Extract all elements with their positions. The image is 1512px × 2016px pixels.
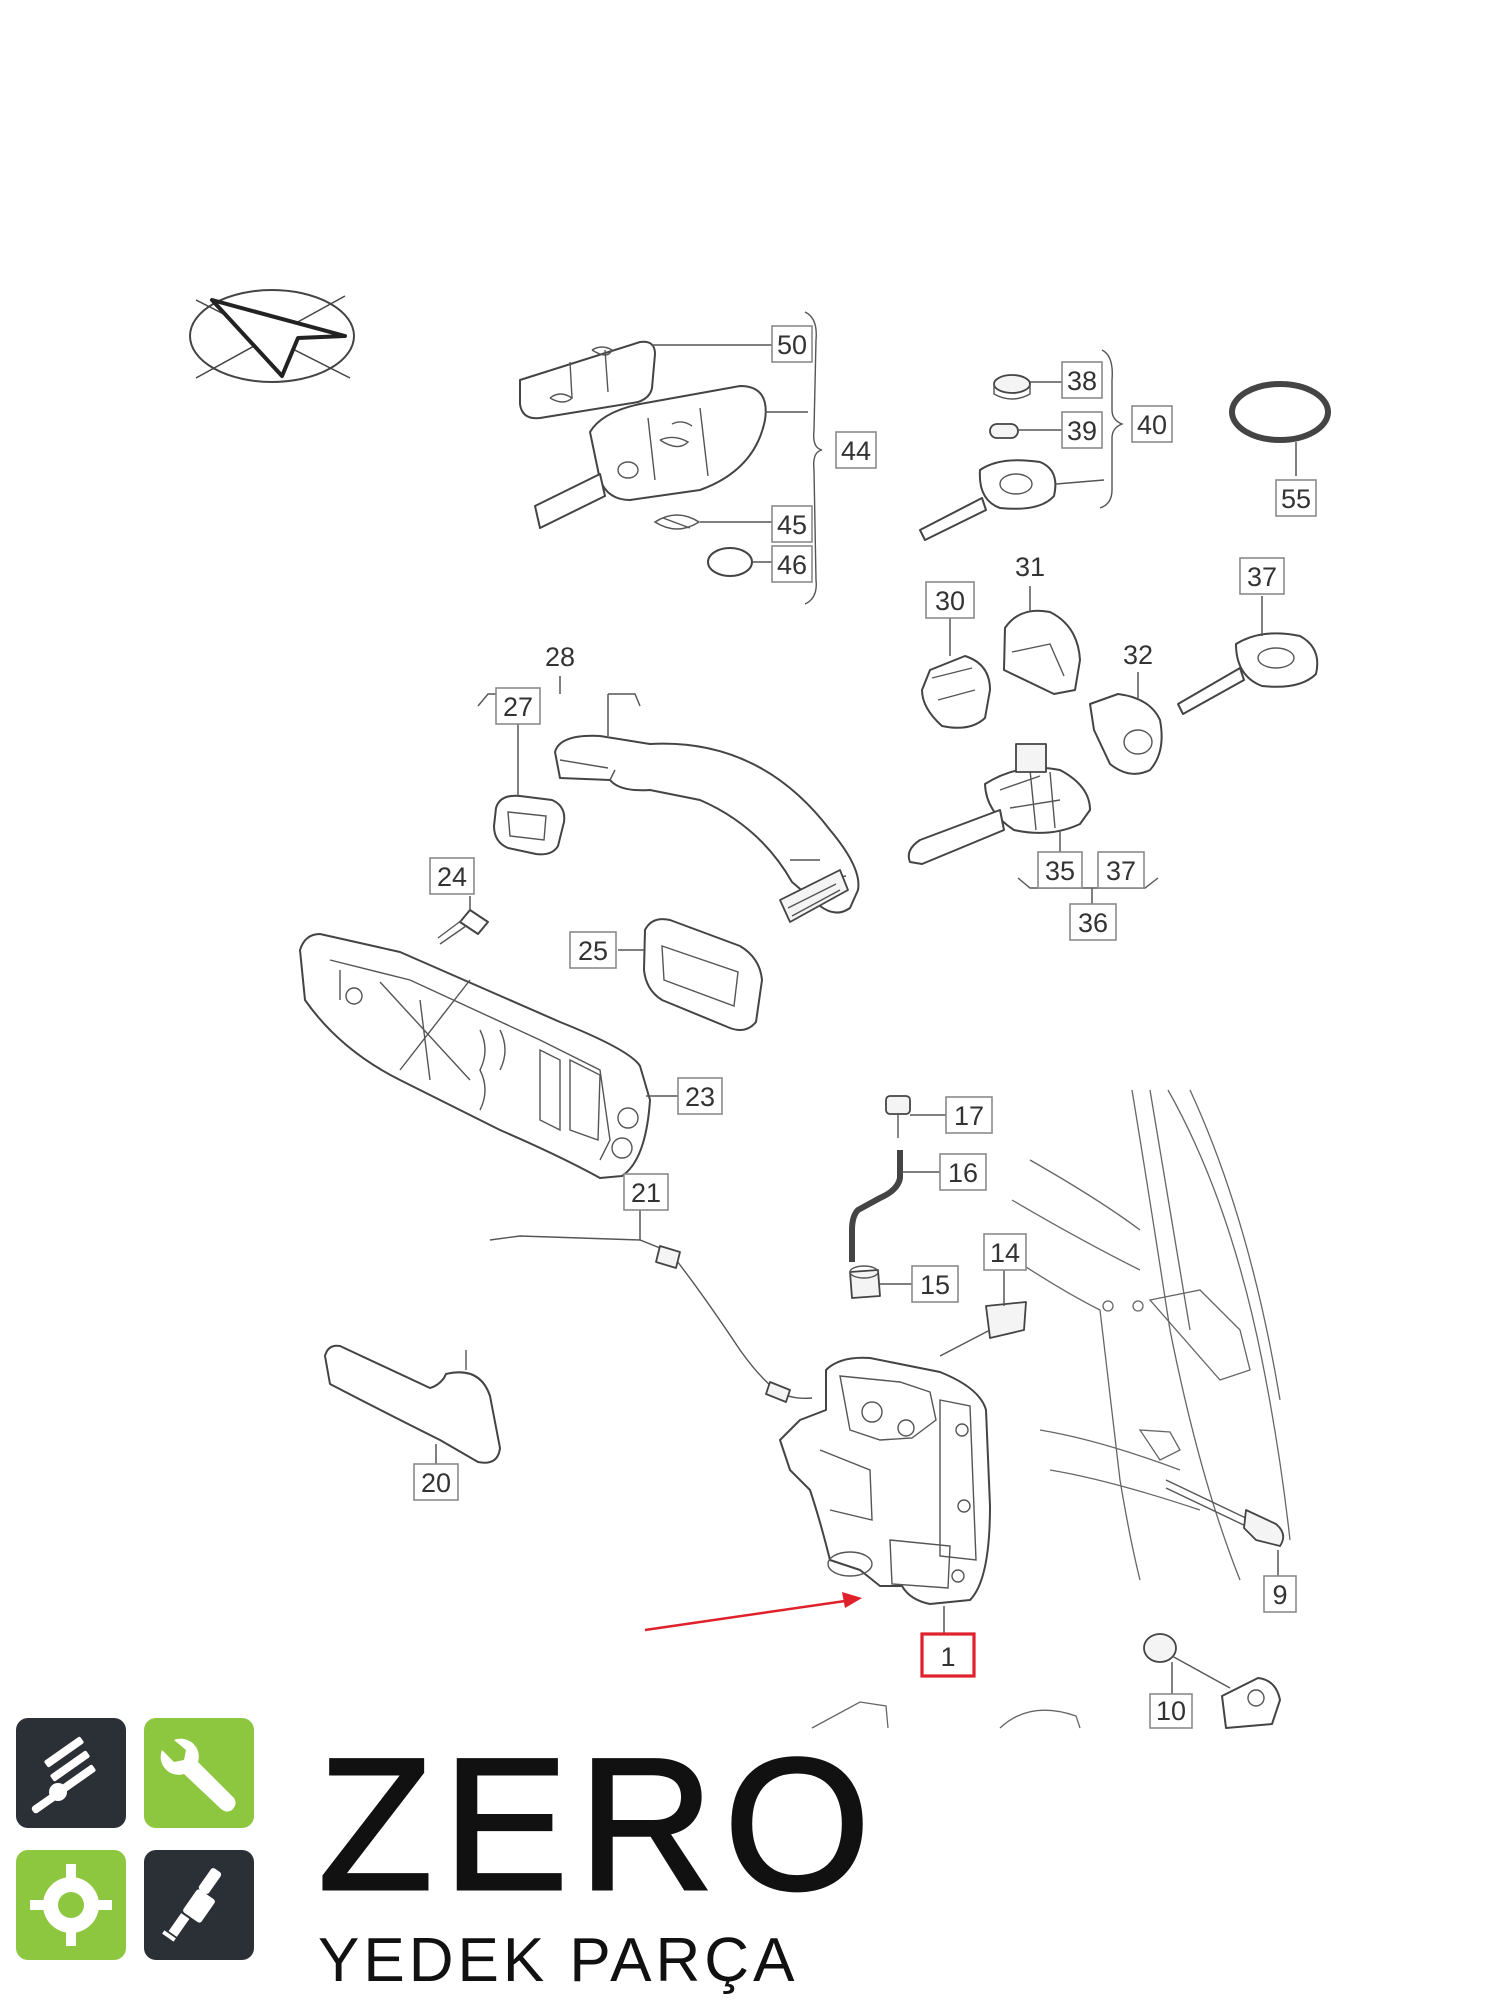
callout: 35: [1037, 851, 1083, 889]
callout: 40: [1131, 405, 1173, 443]
spark-plug-tile: [144, 1850, 254, 1960]
callout: 16: [939, 1153, 987, 1191]
callout: 45: [771, 505, 813, 543]
callout: 39: [1061, 411, 1103, 449]
callout: 14: [983, 1233, 1027, 1271]
gear-tile: [16, 1850, 126, 1960]
svg-text:23: 23: [685, 1082, 715, 1112]
callout: 10: [1149, 1693, 1193, 1729]
direction-arrow-icon: [189, 289, 355, 383]
callout: 23: [677, 1077, 723, 1115]
brand-footer: [0, 1718, 1512, 2016]
highlight-arrow: [644, 1592, 862, 1632]
svg-text:39: 39: [1067, 416, 1097, 446]
o-ring: [1229, 381, 1331, 443]
brand-logo: ZERO YEDEK PARÇA: [316, 1719, 881, 1996]
bolt: [1165, 1479, 1285, 1576]
svg-text:50: 50: [777, 330, 807, 360]
svg-text:27: 27: [503, 692, 533, 722]
grommet: [849, 1265, 912, 1299]
callout: 30: [925, 581, 975, 619]
callout: 36: [1069, 903, 1117, 941]
svg-text:1: 1: [940, 1642, 955, 1672]
svg-text:46: 46: [777, 550, 807, 580]
cylinder-bracket: [1089, 672, 1163, 775]
brand-tagline: YEDEK PARÇA: [318, 1926, 799, 1995]
door-lock-actuator: [779, 1356, 991, 1634]
svg-text:9: 9: [1272, 1580, 1287, 1610]
flip-key-remote: [519, 311, 823, 605]
gear-icon: [30, 1864, 112, 1946]
callout: 37: [1097, 851, 1145, 889]
callout: 28: [545, 642, 575, 672]
handle-carrier: [299, 933, 678, 1179]
callout: 1: [920, 1632, 976, 1678]
lock-cylinder: [907, 743, 1159, 904]
key-blank: [1177, 596, 1319, 715]
svg-text:36: 36: [1078, 908, 1108, 938]
svg-text:28: 28: [545, 642, 575, 672]
svg-text:37: 37: [1247, 562, 1277, 592]
callout: 50: [771, 325, 813, 363]
svg-text:55: 55: [1281, 484, 1311, 514]
wrench-tile: [144, 1718, 254, 1828]
svg-text:14: 14: [990, 1238, 1020, 1268]
striker-screw: [1143, 1633, 1281, 1729]
svg-text:17: 17: [954, 1101, 984, 1131]
svg-text:16: 16: [948, 1158, 978, 1188]
callout: 37: [1239, 557, 1285, 595]
callout: 15: [911, 1265, 959, 1303]
svg-text:30: 30: [935, 586, 965, 616]
bracket-gasket: [618, 918, 763, 1031]
callout: 32: [1123, 640, 1153, 670]
callout: 24: [429, 857, 475, 895]
svg-text:25: 25: [578, 936, 608, 966]
svg-text:32: 32: [1123, 640, 1153, 670]
door-frame: [999, 1089, 1291, 1581]
svg-text:15: 15: [920, 1270, 950, 1300]
wrench-icon: [160, 1738, 236, 1812]
lock-pin: [939, 1270, 1027, 1357]
lock-cap: [921, 618, 991, 729]
spark-plug-icon: [162, 1868, 222, 1942]
svg-text:31: 31: [1015, 552, 1045, 582]
key-blank: [919, 349, 1124, 541]
callout: 27: [495, 687, 541, 725]
callout: 20: [413, 1463, 459, 1501]
svg-text:38: 38: [1067, 366, 1097, 396]
callout: 17: [945, 1096, 993, 1134]
callout: 21: [623, 1173, 669, 1211]
callout: 25: [569, 931, 617, 969]
callout: 55: [1275, 479, 1317, 517]
svg-text:44: 44: [841, 436, 871, 466]
piston-tile: [16, 1718, 126, 1828]
release-cable: [489, 1210, 813, 1403]
svg-text:20: 20: [421, 1468, 451, 1498]
callout: 44: [835, 431, 877, 469]
callout: 38: [1061, 361, 1103, 399]
brand-name: ZERO: [316, 1719, 881, 1929]
piston-icon: [31, 1736, 96, 1814]
callout: 46: [771, 545, 813, 583]
svg-text:24: 24: [437, 862, 467, 892]
svg-text:40: 40: [1137, 410, 1167, 440]
callout: 31: [1015, 552, 1045, 582]
cylinder-cover: [1003, 586, 1081, 695]
handle-gasket: [493, 724, 566, 856]
parts-diagram: 50 44 45 46 38 39 40 55 31 30 37 32 28 2…: [189, 289, 1331, 1729]
callout: 9: [1263, 1575, 1297, 1613]
svg-text:45: 45: [777, 510, 807, 540]
svg-text:35: 35: [1045, 856, 1075, 886]
interior-trim: [324, 1344, 501, 1464]
svg-text:10: 10: [1156, 1696, 1186, 1726]
svg-text:37: 37: [1106, 856, 1136, 886]
screw: [437, 896, 489, 945]
bolt: [885, 1095, 946, 1138]
connecting-rod: [849, 1150, 940, 1262]
svg-text:21: 21: [631, 1178, 661, 1208]
